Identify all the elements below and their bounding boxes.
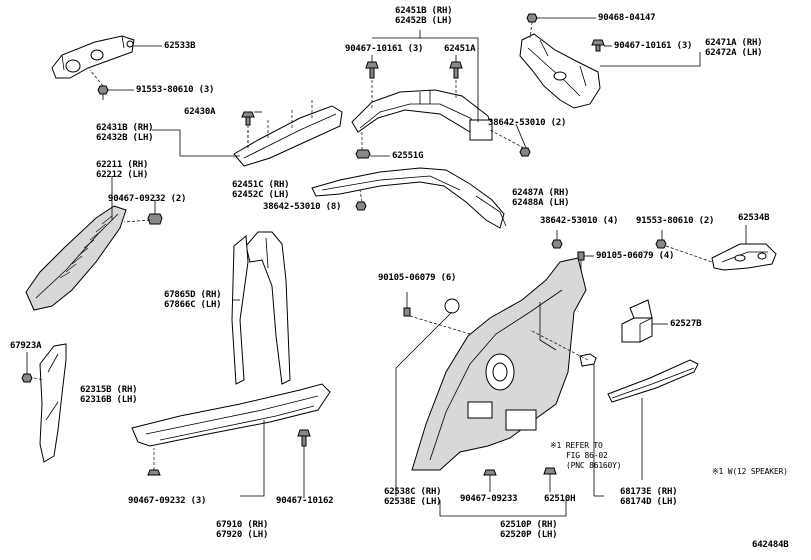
label-90467-09232-2[interactable]: 90467-09232 (2) <box>108 194 187 204</box>
label-62212[interactable]: 62212 (LH) <box>96 170 149 180</box>
label-90105-06079-4[interactable]: 90105-06079 (4) <box>596 251 675 261</box>
label-68174d[interactable]: 68174D (LH) <box>620 497 678 507</box>
clip-62551g <box>355 149 371 159</box>
clip-38642-2 <box>519 147 531 157</box>
clip-62451a <box>449 61 463 79</box>
label-67865d[interactable]: 67865D (RH) <box>164 290 222 300</box>
clip-90468 <box>526 13 538 23</box>
note-w-12-speaker: ※1 W(12 SPEAKER) <box>712 467 788 476</box>
clip-90105-06079-6 <box>403 307 411 317</box>
part-67910-drawing <box>131 383 331 447</box>
note-pnc: (PNC 86160Y) <box>566 461 622 470</box>
label-62534b[interactable]: 62534B <box>738 213 770 223</box>
label-62452c[interactable]: 62452C (LH) <box>232 190 290 200</box>
label-62430a[interactable]: 62430A <box>184 107 216 117</box>
label-62451b[interactable]: 62451B (RH) <box>395 6 453 16</box>
label-62538c[interactable]: 62538C (RH) <box>384 487 442 497</box>
label-62431b[interactable]: 62431B (RH) <box>96 123 154 133</box>
part-62534b-drawing <box>711 243 777 271</box>
clip-67923a <box>21 373 33 383</box>
label-62527b[interactable]: 62527B <box>670 319 702 329</box>
label-68173e[interactable]: 68173E (RH) <box>620 487 678 497</box>
label-67866c[interactable]: 67866C (LH) <box>164 300 222 310</box>
label-62452b[interactable]: 62452B (LH) <box>395 16 453 26</box>
part-67865d-drawing <box>231 231 291 385</box>
clip-38642-8 <box>355 201 367 211</box>
label-67923a[interactable]: 67923A <box>10 341 42 351</box>
label-62487a[interactable]: 62487A (RH) <box>512 188 570 198</box>
label-62551g[interactable]: 62551G <box>392 151 424 161</box>
part-62211-drawing <box>25 205 127 311</box>
clip-38642-4 <box>551 239 563 249</box>
label-62471a[interactable]: 62471A (RH) <box>705 38 763 48</box>
clip-90467-09232-3 <box>147 469 161 476</box>
label-62432b[interactable]: 62432B (LH) <box>96 133 154 143</box>
label-91553-80610-2[interactable]: 91553-80610 (2) <box>636 216 715 226</box>
part-62533b-drawing <box>51 35 135 79</box>
label-62315b[interactable]: 62315B (RH) <box>80 385 138 395</box>
label-90467-09233[interactable]: 90467-09233 <box>460 494 518 504</box>
label-90467-10161-right[interactable]: 90467-10161 (3) <box>614 41 693 51</box>
clip-91553-80610-2 <box>655 239 667 249</box>
clip-91553-drawing <box>97 85 109 100</box>
label-62316b[interactable]: 62316B (LH) <box>80 395 138 405</box>
label-62520p[interactable]: 62520P (LH) <box>500 530 558 540</box>
note-fig: FIG 86-02 <box>566 451 608 460</box>
part-62451b-drawing <box>351 89 493 141</box>
part-62510p-drawing <box>411 257 587 471</box>
clip-90467-10162 <box>297 429 311 447</box>
diagram-id: 642484B <box>752 540 789 550</box>
label-62451c[interactable]: 62451C (RH) <box>232 180 290 190</box>
clip-90467-10161-right <box>591 39 605 52</box>
label-38642-53010-2[interactable]: 38642-53010 (2) <box>488 118 567 128</box>
label-62533b[interactable]: 62533B <box>164 41 196 51</box>
label-38642-53010-8[interactable]: 38642-53010 (8) <box>263 202 342 212</box>
label-90467-09232-3[interactable]: 90467-09232 (3) <box>128 496 207 506</box>
label-62488a[interactable]: 62488A (LH) <box>512 198 570 208</box>
clip-62430a <box>241 111 255 126</box>
part-62527b-drawing <box>621 299 653 343</box>
label-62510p[interactable]: 62510P (RH) <box>500 520 558 530</box>
part-62315b-drawing <box>33 343 67 463</box>
label-90105-06079-6[interactable]: 90105-06079 (6) <box>378 273 457 283</box>
label-90468-04147[interactable]: 90468-04147 <box>598 13 656 23</box>
label-38642-53010-4[interactable]: 38642-53010 (4) <box>540 216 619 226</box>
label-90467-10161-top[interactable]: 90467-10161 (3) <box>345 44 424 54</box>
label-62538e[interactable]: 62538E (LH) <box>384 497 442 507</box>
clip-90467-10161-top <box>365 61 379 79</box>
label-62451a[interactable]: 62451A <box>444 44 476 54</box>
label-67910[interactable]: 67910 (RH) <box>216 520 269 530</box>
part-68173e-drawing <box>607 359 699 403</box>
label-90467-10162[interactable]: 90467-10162 <box>276 496 334 506</box>
part-62431b-drawing <box>233 100 343 167</box>
clip-62510h <box>543 467 557 475</box>
label-62472a[interactable]: 62472A (LH) <box>705 48 763 58</box>
part-62451c-drawing <box>311 167 507 229</box>
label-91553-80610-3[interactable]: 91553-80610 (3) <box>136 85 215 95</box>
note-refer-to: ※1 REFER TO <box>550 441 603 450</box>
label-67920[interactable]: 67920 (LH) <box>216 530 269 540</box>
clip-90467-09233 <box>483 469 497 476</box>
clip-62538c <box>444 298 460 314</box>
label-62211[interactable]: 62211 (RH) <box>96 160 149 170</box>
label-62510h[interactable]: 62510H <box>544 494 576 504</box>
part-62471a-drawing <box>519 33 601 109</box>
clip-90467-09232-2 <box>147 213 163 225</box>
